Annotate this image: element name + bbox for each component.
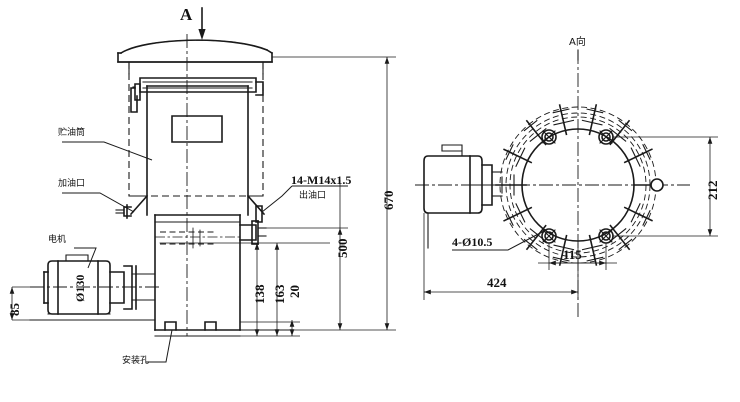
callout-oil-tank: 贮油筒 — [58, 128, 86, 138]
oil-cylinder — [130, 77, 264, 216]
callout-motor: 电机 — [48, 235, 67, 245]
dimension-115: 115 — [563, 247, 582, 262]
dimension-138: 138 — [252, 284, 267, 305]
viewa-motor — [415, 144, 503, 249]
dimension-85: 85 — [7, 303, 22, 316]
front-leader-lines — [62, 141, 348, 363]
bolt-top-right — [598, 129, 614, 145]
dimension-20: 20 — [287, 285, 302, 298]
dimension-500: 500 — [335, 238, 350, 259]
view-a-group — [415, 49, 718, 320]
dimension-212: 212 — [705, 180, 720, 201]
oil-outlet-fitting — [239, 205, 267, 245]
callout-fill-port: 加油口 — [58, 179, 86, 189]
section-arrow-a — [198, 7, 206, 40]
radial-outlets — [495, 104, 664, 266]
callout-bolt-holes: 4-Ø10.5 — [452, 235, 493, 249]
mounting-bolts — [541, 129, 614, 244]
bolt-top-left — [541, 129, 557, 145]
front-view-group — [9, 7, 396, 363]
dimension-424: 424 — [487, 275, 507, 290]
motor-assembly — [29, 254, 160, 321]
section-arrow-label-a: A — [180, 5, 193, 24]
thread-spec-note: 出油口 — [299, 191, 327, 201]
dimension-670: 670 — [381, 190, 396, 211]
viewa-dimension-lines — [423, 136, 718, 300]
tank-lid — [117, 39, 274, 63]
base-mounting — [154, 321, 293, 337]
view-a-label: A向 — [569, 37, 586, 48]
pump-housing — [154, 214, 241, 331]
front-dimension-lines — [9, 56, 396, 337]
callout-mounting-hole: 安装孔 — [122, 356, 150, 366]
thread-spec-label: 14-M14x1.5 — [291, 173, 352, 187]
dimension-163: 163 — [272, 284, 287, 305]
motor-diameter-label: Ø130 — [73, 274, 87, 302]
